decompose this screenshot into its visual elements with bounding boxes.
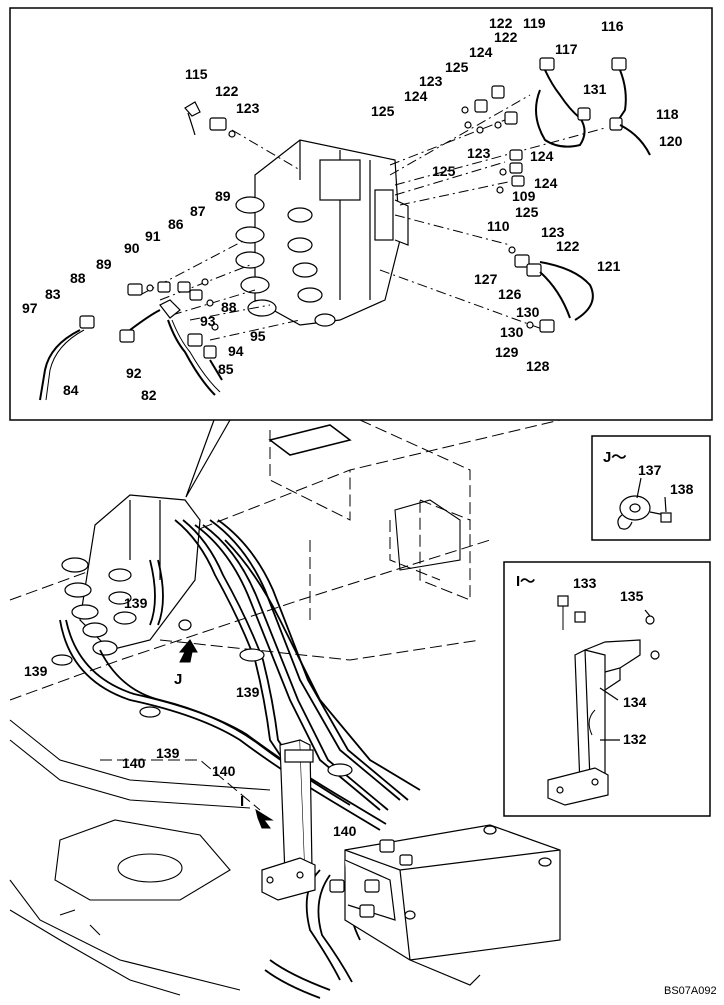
callout-number: 87: [190, 203, 206, 219]
bracket-lower: [261, 739, 316, 901]
callout-number: 97: [22, 300, 38, 316]
callout-number: 138: [670, 481, 694, 497]
callout-number: 139: [124, 595, 148, 611]
callout-number: 129: [495, 344, 519, 360]
control-valve-top: [235, 139, 409, 327]
callout-number: 130: [500, 324, 524, 340]
callout-number: 89: [96, 256, 112, 272]
callout-number: 125: [371, 103, 395, 119]
callout-number: 109: [512, 188, 536, 204]
callout-number: 124: [469, 44, 493, 60]
callout-number: 140: [212, 763, 236, 779]
callout-number: 123: [419, 73, 443, 89]
callout-number: 128: [526, 358, 550, 374]
callout-number: 133: [573, 575, 597, 591]
callout-number: 86: [168, 216, 184, 232]
callout-number: 124: [530, 148, 554, 164]
callout-number: 115: [185, 66, 208, 82]
callout-number: 134: [623, 694, 647, 710]
callout-number: 125: [515, 204, 539, 220]
view-j-title: J～: [603, 449, 626, 466]
callout-number: 89: [215, 188, 231, 204]
clamps: [51, 619, 353, 777]
callout-number: 125: [432, 163, 456, 179]
control-valve-lower: [61, 494, 201, 656]
callout-number: 139: [156, 745, 180, 761]
arrow-j-letter: J: [174, 671, 182, 688]
callout-number: 83: [45, 286, 61, 302]
view-i-title: I～: [516, 573, 535, 590]
figure-code: BS07A092: [664, 985, 717, 997]
view-i-inset: [503, 561, 711, 817]
hose-bundle: [59, 519, 421, 999]
arrow-i-letter: I: [240, 793, 244, 810]
callout-number: 91: [145, 228, 161, 244]
callout-number: 90: [124, 240, 140, 256]
callout-number: 82: [141, 387, 157, 403]
callout-number: 118: [656, 106, 679, 122]
callout-number: 94: [228, 343, 244, 359]
fittings-left: [39, 101, 236, 401]
fittings-right: [461, 57, 651, 333]
callout-number: 85: [218, 361, 234, 377]
callout-number: 84: [63, 382, 79, 398]
callout-number: 124: [404, 88, 428, 104]
callout-number: 122: [489, 15, 513, 31]
callout-number: 140: [122, 755, 146, 771]
callout-number: 116: [601, 18, 624, 34]
callout-number: 95: [250, 328, 266, 344]
callout-number: 124: [534, 175, 558, 191]
solenoid-block: [329, 824, 561, 986]
callout-number: 131: [583, 81, 607, 97]
view-arrows: [178, 639, 274, 829]
callout-number: 135: [620, 588, 644, 604]
callout-number: 127: [474, 271, 498, 287]
callout-number: 92: [126, 365, 142, 381]
callout-number: 123: [541, 224, 565, 240]
callout-number: 122: [215, 83, 239, 99]
callout-number: 93: [200, 313, 216, 329]
callout-number: 122: [494, 29, 518, 45]
callout-number: 132: [623, 731, 647, 747]
callout-number: 126: [498, 286, 522, 302]
callout-number: 117: [555, 41, 578, 57]
callout-number: 122: [556, 238, 580, 254]
callout-number: 137: [638, 462, 662, 478]
callout-number: 88: [70, 270, 86, 286]
callout-number: 88: [221, 299, 237, 315]
callout-number: 120: [659, 133, 683, 149]
callout-number: 139: [236, 684, 260, 700]
callout-number: 140: [333, 823, 357, 839]
callout-number: 110: [487, 218, 510, 234]
callout-number: 123: [467, 145, 491, 161]
callout-number: 119: [523, 15, 546, 31]
frame-structure: [9, 419, 561, 811]
callout-number: 139: [24, 663, 48, 679]
frame-solid: [9, 424, 461, 996]
callout-number: 125: [445, 59, 469, 75]
callout-number: 121: [597, 258, 621, 274]
callout-number: 123: [236, 100, 260, 116]
view-j-inset: [591, 435, 711, 541]
callout-number: 130: [516, 304, 540, 320]
